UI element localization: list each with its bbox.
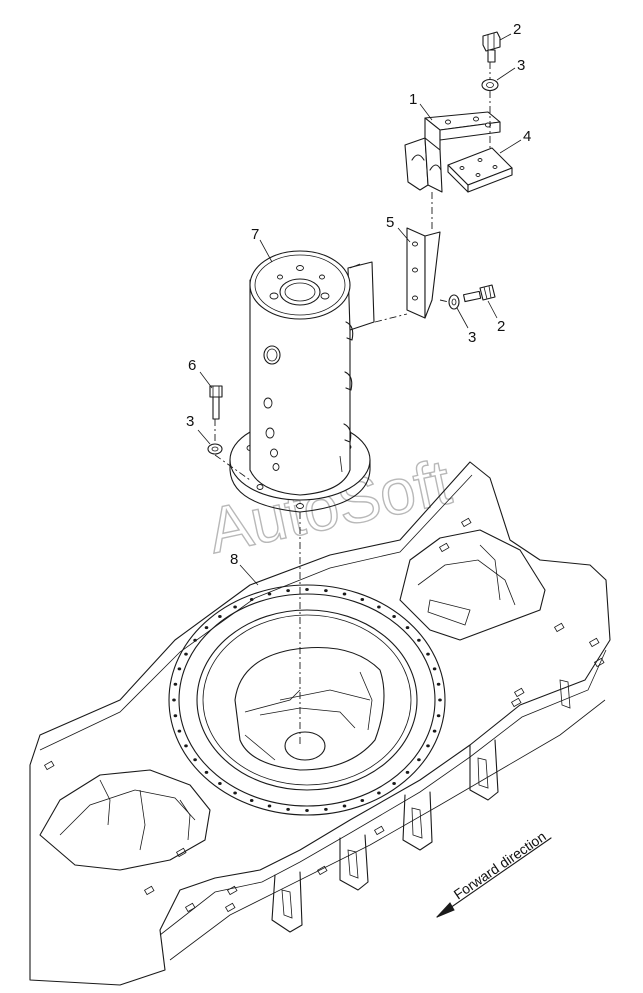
ring-bolt-hole xyxy=(324,807,328,811)
ring-bolt-hole xyxy=(377,605,381,609)
plate-5 xyxy=(406,227,441,319)
callout-2-top: 2 xyxy=(513,21,521,38)
upper-frame xyxy=(29,461,611,986)
ring-bolt-hole xyxy=(193,638,197,642)
ring-bolt-hole xyxy=(324,589,328,593)
callout-4: 4 xyxy=(523,128,531,145)
ring-bolt-hole xyxy=(436,714,441,718)
ring-bolt-hole xyxy=(405,770,410,774)
ring-bolt-hole xyxy=(193,758,197,762)
ring-bolt-hole xyxy=(426,652,430,656)
callout-1: 1 xyxy=(409,91,417,108)
ring-bolt-hole xyxy=(417,758,421,762)
callout-3-top: 3 xyxy=(517,57,525,74)
center-opening xyxy=(234,647,385,771)
callout-leaders xyxy=(197,33,522,586)
ring-bolt-hole xyxy=(233,605,237,609)
plate-4 xyxy=(447,147,513,193)
ring-bolt-hole xyxy=(305,809,309,812)
ring-bolt-hole xyxy=(342,592,347,596)
forward-direction-label: Forward direction xyxy=(451,828,549,902)
ring-bolt-hole xyxy=(392,782,396,785)
ring-bolt-hole xyxy=(426,744,430,748)
ring-bolt-hole xyxy=(286,807,290,811)
callout-3-right: 3 xyxy=(468,329,476,346)
callout-3-left: 3 xyxy=(186,413,194,430)
ring-bolt-hole xyxy=(233,791,237,795)
washer-3-top xyxy=(481,78,499,92)
ring-bolt-hole xyxy=(392,615,396,618)
callout-6: 6 xyxy=(188,357,196,374)
callout-8: 8 xyxy=(230,551,238,568)
ring-bolt-hole xyxy=(432,729,437,733)
ring-bolt-hole xyxy=(377,791,381,795)
bolt-2-top xyxy=(482,31,501,63)
bolt-6 xyxy=(209,385,223,420)
center-swivel-joint xyxy=(229,250,375,513)
ring-bolt-hole xyxy=(204,770,209,774)
ring-bolt-hole xyxy=(173,682,178,686)
ring-bolt-hole xyxy=(305,588,309,591)
ring-bolt-hole xyxy=(267,804,272,808)
ring-bolt-hole xyxy=(286,589,290,593)
ring-bolt-hole xyxy=(417,638,421,642)
ring-bolt-hole xyxy=(218,782,222,785)
callout-5: 5 xyxy=(386,214,394,231)
slewing-ring xyxy=(168,584,446,816)
ring-bolt-hole xyxy=(249,598,254,601)
washer-3-right xyxy=(448,294,460,310)
ring-bolt-hole xyxy=(173,714,178,718)
ring-bolt-hole xyxy=(360,799,365,802)
ring-bolt-hole xyxy=(177,667,182,671)
ring-bolt-holes xyxy=(172,588,442,812)
frame-lugs xyxy=(271,679,571,933)
assembly-center-lines xyxy=(214,62,491,745)
ring-bolt-hole xyxy=(177,729,182,733)
ring-bolt-hole xyxy=(172,698,176,702)
callout-7: 7 xyxy=(251,226,259,243)
ring-bolt-hole xyxy=(405,626,410,630)
ring-bolt-hole xyxy=(249,799,254,802)
ring-bolt-hole xyxy=(360,598,365,601)
ring-bolt-hole xyxy=(218,615,222,618)
washer-3-left xyxy=(207,443,223,455)
frame-slots xyxy=(43,517,605,913)
bolt-2-right xyxy=(463,284,496,303)
callout-labels: 1 2 3 4 5 2 3 7 6 3 8 xyxy=(186,21,531,568)
ring-bolt-hole xyxy=(267,592,272,596)
callout-2-right: 2 xyxy=(497,318,505,335)
ring-bolt-hole xyxy=(184,652,188,656)
forward-direction-indicator: Forward direction xyxy=(436,828,552,918)
ring-bolt-hole xyxy=(204,626,209,630)
ring-bolt-hole xyxy=(438,698,442,702)
bracket-1 xyxy=(404,111,501,193)
ring-bolt-hole xyxy=(436,682,441,686)
ring-bolt-hole xyxy=(342,804,347,808)
arrow-left-icon xyxy=(436,902,455,918)
ring-bolt-hole xyxy=(432,667,437,671)
ring-bolt-hole xyxy=(184,744,188,748)
